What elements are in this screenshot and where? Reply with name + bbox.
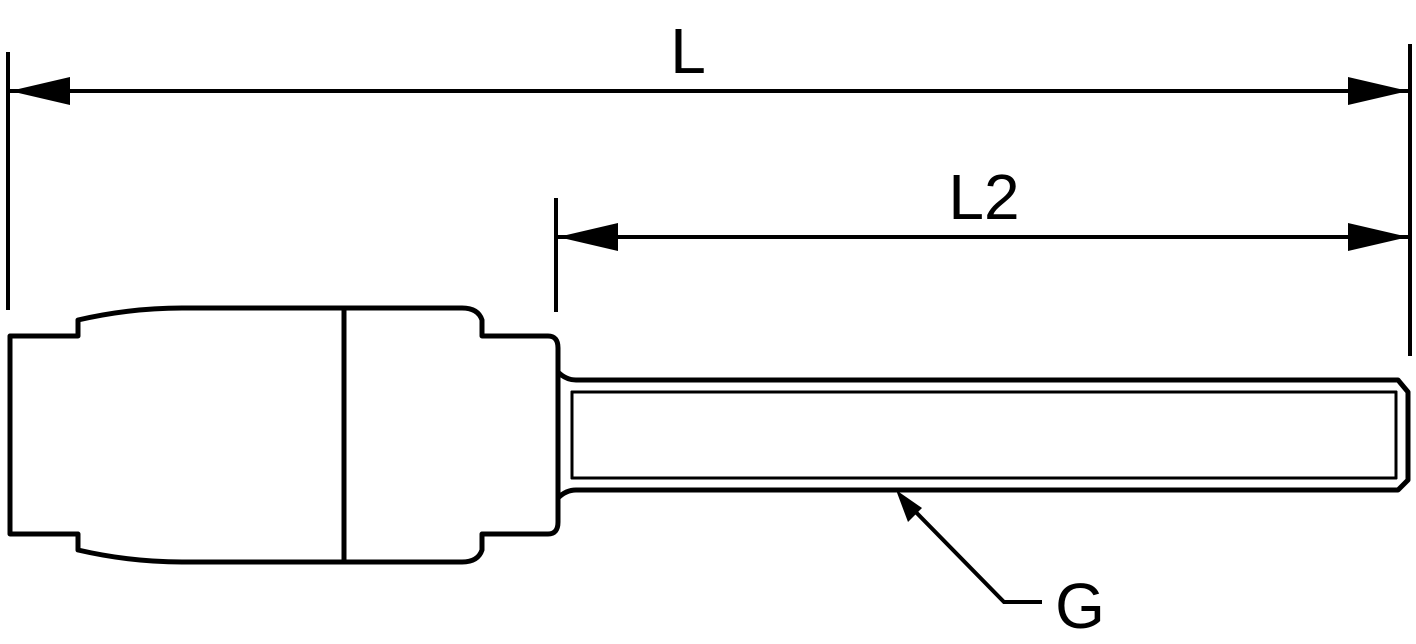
dimension-l: L	[6, 15, 1412, 356]
threaded-stud	[555, 369, 1411, 501]
label-l: L	[670, 15, 706, 87]
arrowhead-l-right	[1348, 77, 1408, 105]
arrowhead-l2-right	[1348, 223, 1408, 251]
arrowhead-l2-left	[558, 223, 618, 251]
label-g: G	[1055, 570, 1105, 642]
dimension-l2: L2	[554, 161, 1408, 312]
fitting-body	[7, 305, 561, 565]
leader-line-g	[902, 498, 1042, 604]
label-l2: L2	[948, 161, 1019, 233]
stud-outline	[555, 369, 1411, 501]
leader-g: G	[896, 490, 1105, 642]
arrowhead-g	[896, 490, 922, 522]
arrowhead-l-left	[10, 77, 70, 105]
body-outline	[7, 305, 561, 565]
